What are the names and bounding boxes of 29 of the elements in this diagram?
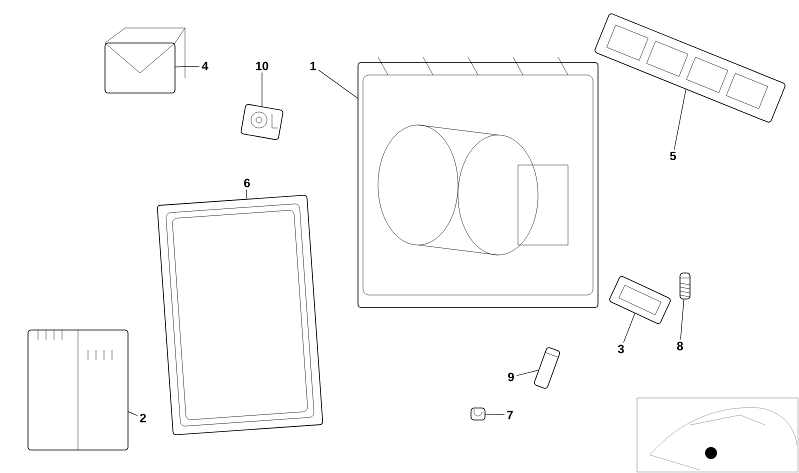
leader-line [680, 299, 684, 340]
callout-number: 5 [670, 152, 676, 160]
callout-number: 7 [507, 410, 513, 420]
leader-line [674, 89, 686, 150]
callout-number: 3 [618, 344, 624, 354]
flange-plate-drawing [609, 276, 671, 324]
actuator-drawing [240, 104, 284, 140]
callout-number: 6 [244, 178, 250, 188]
leader-line [175, 66, 200, 68]
seal-gasket-drawing [156, 194, 324, 436]
callout-number: 9 [508, 372, 514, 382]
callout-number: 2 [140, 414, 146, 422]
box-part-drawing [104, 28, 186, 94]
clip-drawing [470, 408, 486, 420]
leader-line [128, 411, 138, 416]
screw-drawing [680, 272, 690, 300]
leader-line [318, 70, 358, 98]
callout-number: 8 [677, 342, 683, 350]
callout-number: 1 [310, 62, 316, 70]
hose-drawing [534, 347, 560, 389]
leader-line [485, 414, 505, 416]
callout-number: 10 [256, 62, 268, 70]
leader-line [623, 313, 636, 343]
leader-line [246, 189, 247, 200]
callout-number: 4 [202, 62, 208, 70]
cover-flaps-drawing [28, 330, 128, 450]
leader-line [516, 370, 539, 376]
filter-frame-drawing [594, 13, 786, 123]
blower-housing-drawing [358, 56, 598, 308]
